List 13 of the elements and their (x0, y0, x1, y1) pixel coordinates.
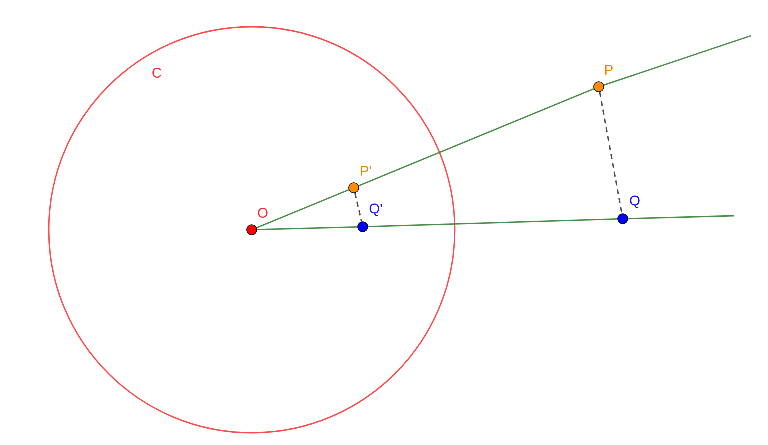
line-segment (256, 189, 350, 229)
point-label: O (258, 208, 268, 218)
line-segment (368, 218, 618, 228)
point-label: Q (630, 196, 640, 208)
point-label: Q' (370, 204, 382, 216)
line-segment (604, 35, 752, 86)
line-segment (257, 226, 358, 231)
line-segment (628, 215, 734, 220)
line-segment (599, 92, 623, 214)
line-segment (354, 193, 362, 222)
line-segment (358, 88, 594, 187)
point-label: P' (361, 166, 372, 176)
point-label: P (605, 65, 613, 75)
